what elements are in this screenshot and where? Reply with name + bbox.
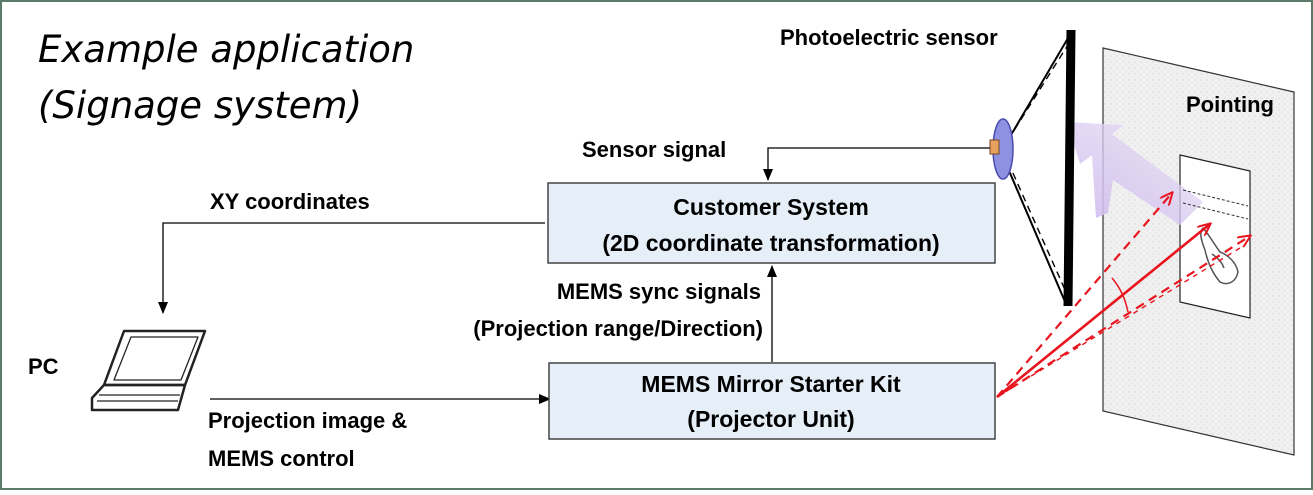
customer-system-subtitle: (2D coordinate transformation) xyxy=(602,230,939,256)
projection-label-line1: Projection image & xyxy=(208,408,407,433)
laser-projection-lines xyxy=(996,193,1250,399)
projection-label-line2: MEMS control xyxy=(208,446,355,471)
customer-system-title: Customer System xyxy=(673,194,869,220)
mems-kit-title: MEMS Mirror Starter Kit xyxy=(641,371,901,397)
scan-line-2 xyxy=(1182,202,1249,220)
pc-label: PC xyxy=(28,354,59,379)
customer-system-block: Customer System (2D coordinate transform… xyxy=(547,182,996,264)
mems-kit-block: MEMS Mirror Starter Kit (Projector Unit) xyxy=(548,362,996,440)
projected-image-area xyxy=(1179,154,1251,319)
photoelectric-sensor xyxy=(989,29,1076,307)
photoelectric-sensor-label: Photoelectric sensor xyxy=(780,25,998,50)
xy-coordinates-label: XY coordinates xyxy=(210,189,370,214)
diagram-title-line1: Example application xyxy=(38,28,414,71)
mems-sync-label-line1: MEMS sync signals xyxy=(557,279,761,304)
scan-line-1 xyxy=(1182,189,1249,207)
sensor-signal-label: Sensor signal xyxy=(582,137,726,162)
laptop-pc-icon xyxy=(90,329,207,412)
mems-kit-subtitle: (Projector Unit) xyxy=(687,406,854,432)
pointing-label: Pointing xyxy=(1186,92,1274,117)
signal-connectors xyxy=(158,147,990,404)
diagram-title-line2: (Signage system) xyxy=(38,84,362,127)
mems-sync-label-line2: (Projection range/Direction) xyxy=(473,316,763,341)
sensor-emitter-icon xyxy=(989,139,1000,155)
